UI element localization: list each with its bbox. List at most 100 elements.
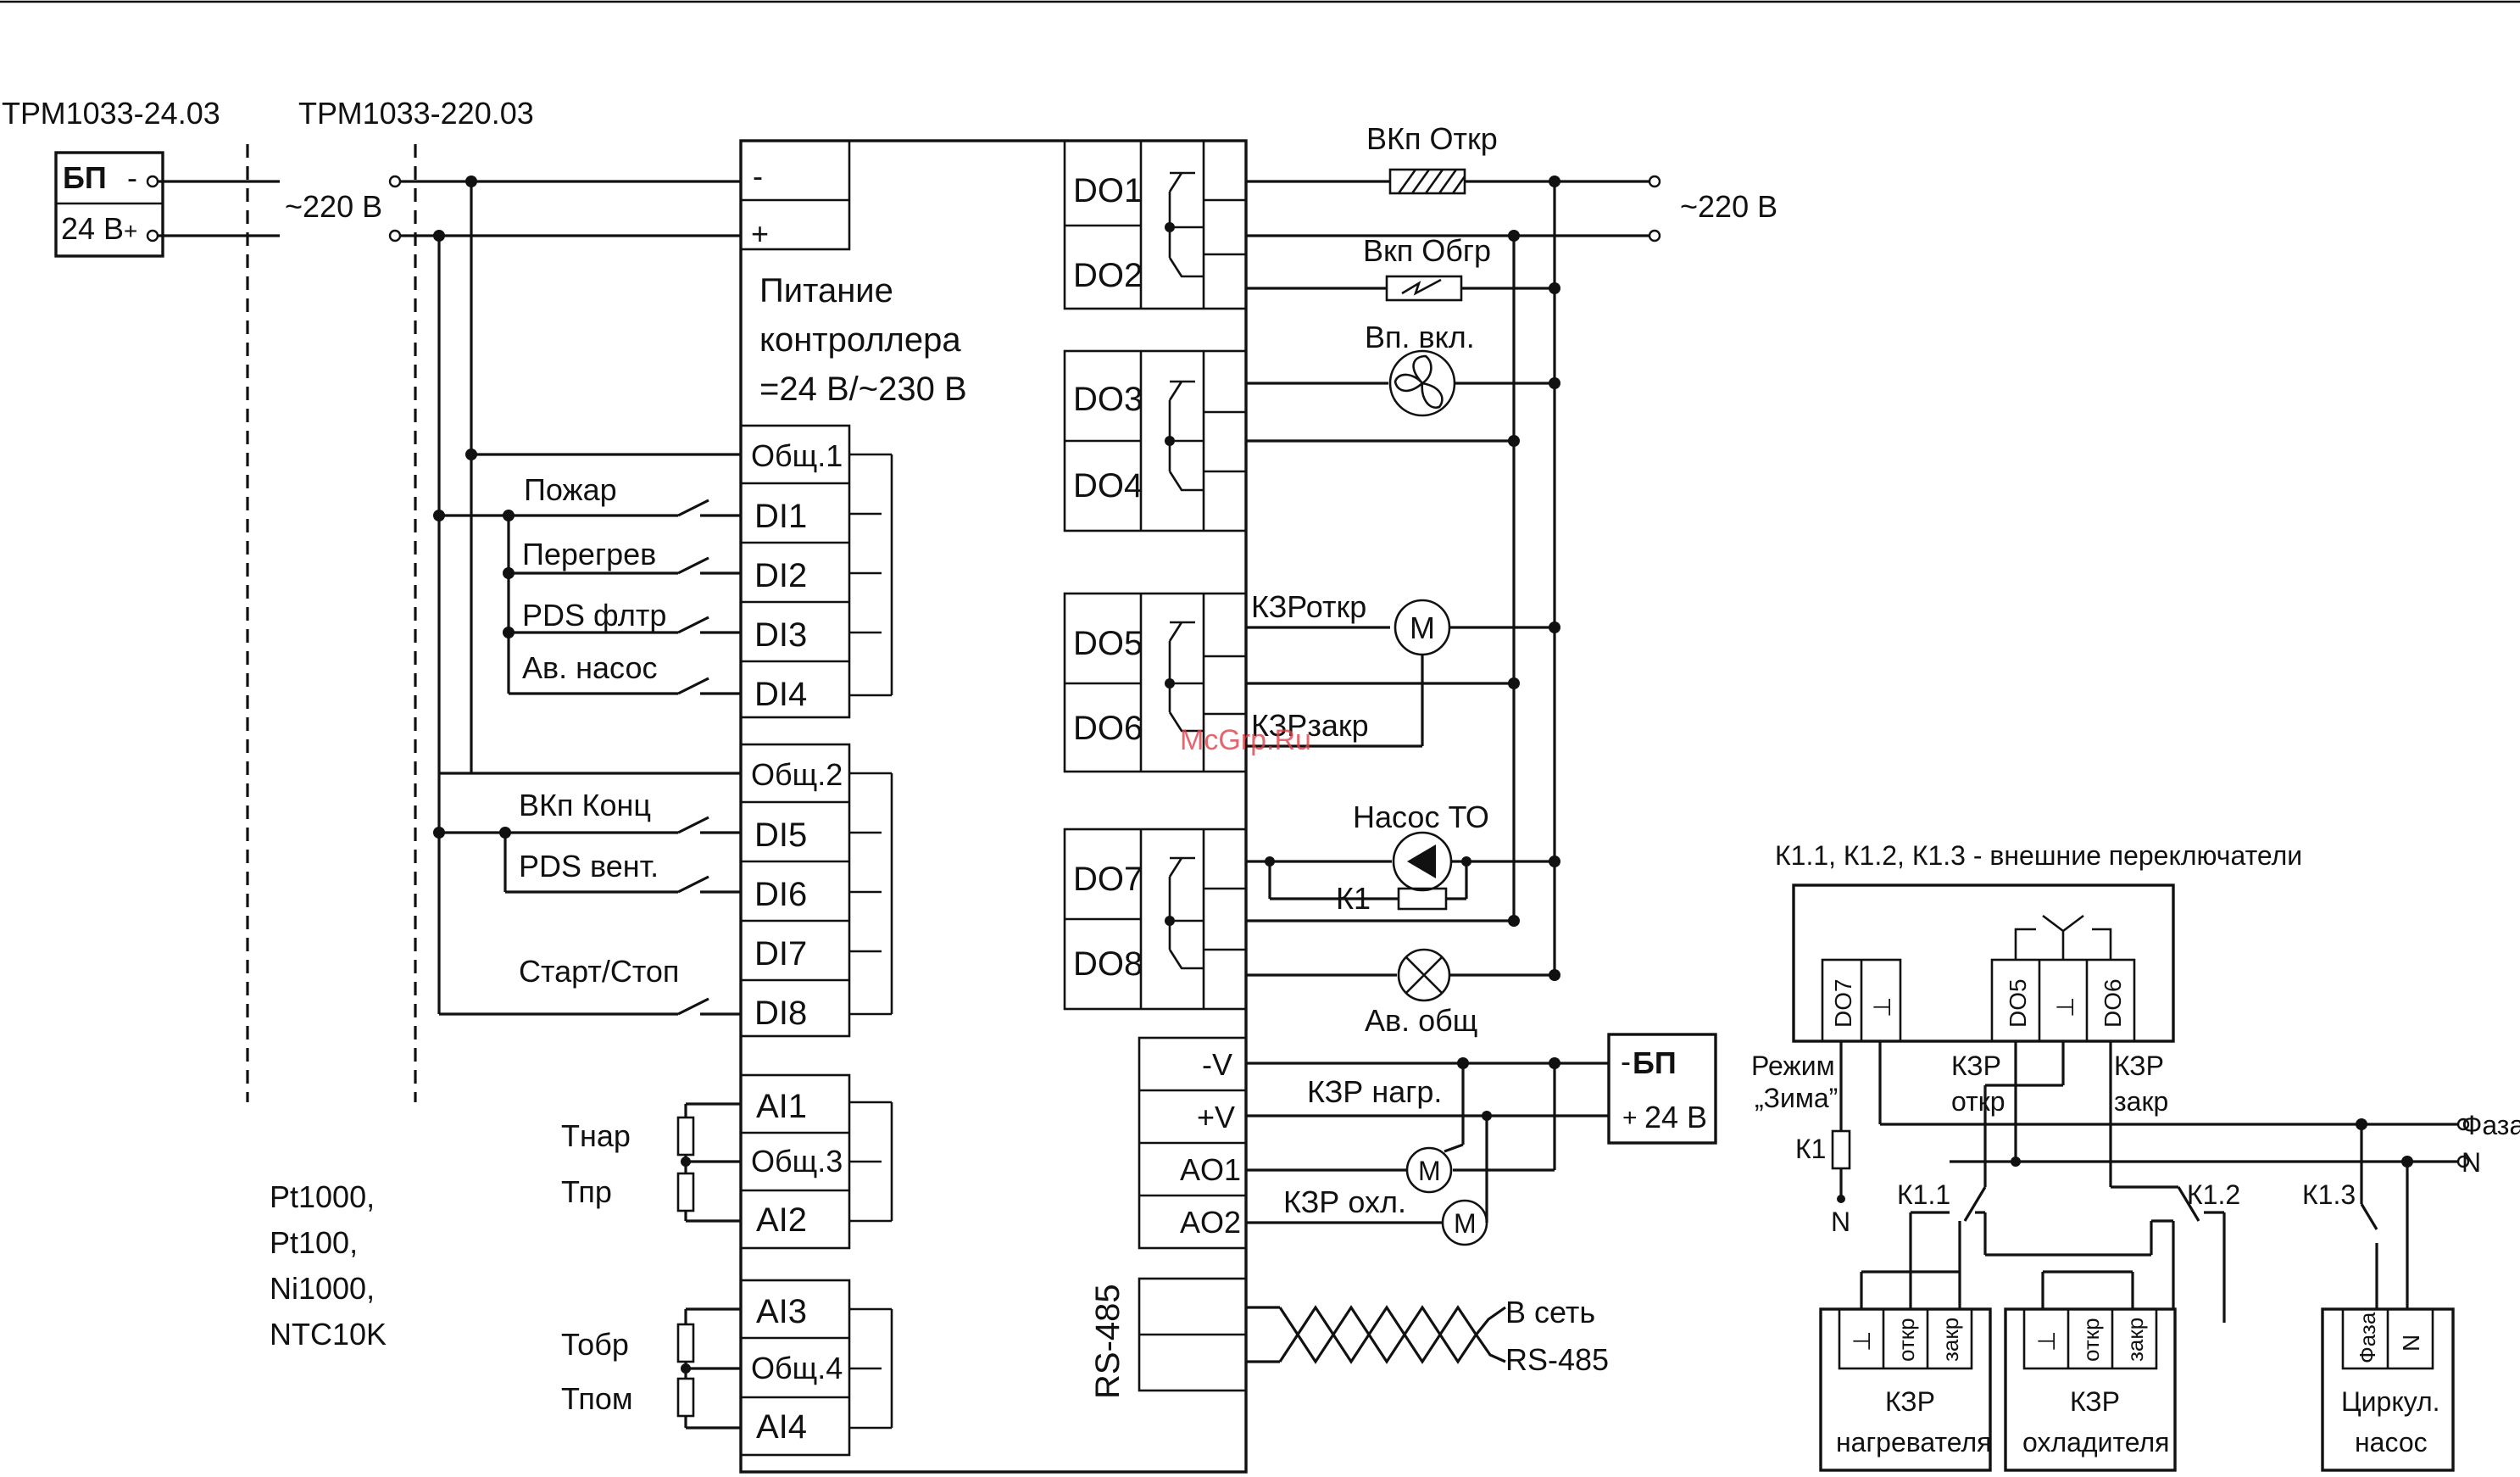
- do-4: DO4: [1073, 467, 1143, 504]
- di-2: DI2: [754, 557, 807, 594]
- di-label-pds-fan: PDS вент.: [519, 849, 659, 883]
- di-4: DI4: [754, 676, 807, 713]
- di-6: DI6: [754, 876, 807, 913]
- pump-label-1: Циркул.: [2341, 1386, 2440, 1417]
- watermark: McGrp.Ru: [1180, 724, 1311, 756]
- sensor-t-return: Тобр: [561, 1327, 629, 1362]
- di-8: DI8: [754, 995, 807, 1032]
- common-1: Общ.1: [751, 438, 843, 473]
- heater-label-1: КЗР: [1885, 1386, 1935, 1417]
- label-damper-heat: Вкп Обгр: [1363, 233, 1491, 268]
- di-group-1: Общ.1 DI1 DI2 DI3 DI4: [739, 424, 893, 719]
- k12-label: К1.2: [2187, 1179, 2240, 1210]
- right-panel-title: К1.1, К1.2, К1.3 - внешние переключатели: [1775, 840, 2302, 871]
- label-network-1: В сеть: [1505, 1295, 1595, 1329]
- power-terminals: - +: [739, 139, 851, 251]
- power-minus: -: [753, 159, 763, 193]
- switch-module: DO7 ⊥ DO5 ⊥ DO6: [1792, 883, 2175, 1043]
- heater-term-gnd: ⊥: [1849, 1331, 1875, 1352]
- ai-group-2: AI3 Общ.4 AI4: [739, 1279, 893, 1457]
- variant-24-label: ТРМ1033-24.03: [2, 96, 220, 131]
- variant-220-label: ТРМ1033-220.03: [298, 96, 534, 131]
- power-label-3: =24 В/~230 В: [759, 371, 967, 408]
- term-do7: DO7: [1830, 978, 1856, 1028]
- sensor-t-supply: Тпр: [561, 1174, 612, 1209]
- power-label-1: Питание: [759, 272, 893, 309]
- mode-label-1: Режим: [1751, 1051, 1835, 1081]
- do-1: DO1: [1073, 172, 1143, 209]
- term-gnd-2: ⊥: [2052, 997, 2078, 1017]
- term-do5: DO5: [2005, 978, 2031, 1028]
- pump-term-n: N: [2398, 1335, 2424, 1352]
- mode-label-2: „Зима”: [1755, 1083, 1838, 1113]
- ai-3: AI3: [756, 1293, 807, 1330]
- sensor-type-2: Pt100,: [270, 1225, 358, 1260]
- ai-2: AI2: [756, 1201, 807, 1239]
- common-3: Общ.3: [751, 1144, 843, 1179]
- di-7: DI7: [754, 935, 807, 973]
- phase-label: Фаза: [2462, 1110, 2520, 1140]
- di-group-2: Общ.2 DI5 DI6 DI7 DI8: [739, 743, 893, 1038]
- valve-motor-m: M: [1410, 610, 1435, 645]
- common-2: Общ.2: [751, 757, 843, 792]
- psu-left-minus: -: [127, 160, 137, 195]
- label-valve-close: КЗРзакр: [1251, 708, 1369, 743]
- term-gnd-1: ⊥: [1869, 997, 1895, 1017]
- cooler-term-gnd: ⊥: [2033, 1331, 2060, 1352]
- mains-left-label: ~220 В: [285, 189, 382, 224]
- k13-label: К1.3: [2302, 1179, 2356, 1210]
- heater-label-2: нагревателя: [1836, 1427, 1992, 1457]
- ao-1: AO1: [1180, 1152, 1241, 1187]
- do-group-4: DO7 DO8: [1063, 828, 1248, 1011]
- valve-close-1: КЗР: [2114, 1051, 2164, 1081]
- di-label-overheat: Перегрев: [522, 537, 656, 571]
- psu-right-title: БП: [1633, 1045, 1677, 1080]
- di-label-pds-filter: PDS флтр: [522, 598, 666, 633]
- power-plus: +: [751, 216, 769, 251]
- valve-cool-motor-m: M: [1454, 1208, 1477, 1239]
- rs485-label: RS-485: [1089, 1284, 1126, 1399]
- do-group-3: DO5 DO6: [1063, 592, 1248, 773]
- psu-right-plus: +: [1622, 1104, 1638, 1132]
- di-3: DI3: [754, 616, 807, 654]
- cooler-term-close: закр: [2122, 1318, 2148, 1362]
- label-valve-heat: КЗР нагр.: [1307, 1074, 1442, 1109]
- do-3: DO3: [1073, 381, 1143, 418]
- heater-term-open: откр: [1894, 1318, 1919, 1362]
- pump-term-phase: Фаза: [2355, 1312, 2380, 1363]
- mains-right-label: ~220 В: [1680, 189, 1777, 224]
- neutral-label: N: [2462, 1147, 2481, 1178]
- left-power-supply: БП - 24 В +: [54, 151, 164, 258]
- label-pump: Насос ТО: [1353, 800, 1489, 834]
- pump-box: Фаза N Циркул. насос: [2321, 1307, 2455, 1472]
- valve-heat-motor-m: M: [1418, 1156, 1441, 1186]
- ao-plus-v: +V: [1197, 1100, 1235, 1134]
- valve-open-1: КЗР: [1951, 1051, 2001, 1081]
- sensor-t-outdoor: Тнар: [561, 1118, 631, 1153]
- do-group-1: DO1 DO2: [1063, 139, 1248, 310]
- sensor-type-3: Ni1000,: [270, 1271, 375, 1306]
- output-wiring: M M: [1246, 168, 1661, 1364]
- di-1: DI1: [754, 498, 807, 535]
- term-do6: DO6: [2100, 978, 2126, 1028]
- ao-minus-v: -V: [1202, 1047, 1232, 1082]
- controller-body: [739, 139, 1248, 1474]
- right-panel-wiring: [1831, 1041, 2470, 1323]
- do-8: DO8: [1073, 945, 1143, 983]
- ao-2: AO2: [1180, 1205, 1241, 1240]
- heater-valve-box: ⊥ откр закр КЗР нагревателя: [1819, 1307, 1992, 1472]
- sensor-wiring: [676, 1102, 741, 1430]
- psu-right-voltage: 24 В: [1644, 1100, 1707, 1134]
- right-n: N: [1831, 1207, 1850, 1237]
- label-damper-open: ВКп Откр: [1366, 121, 1498, 156]
- k11-label: К1.1: [1897, 1179, 1950, 1210]
- ao-block: -V +V AO1 AO2: [1138, 1036, 1248, 1250]
- cooler-label-2: охладителя: [2022, 1427, 2169, 1457]
- cooler-term-open: откр: [2078, 1318, 2104, 1362]
- do-2: DO2: [1073, 257, 1143, 294]
- label-network-2: RS-485: [1505, 1342, 1609, 1377]
- di-5: DI5: [754, 817, 807, 854]
- do-7: DO7: [1073, 861, 1143, 898]
- ai-1: AI1: [756, 1088, 807, 1125]
